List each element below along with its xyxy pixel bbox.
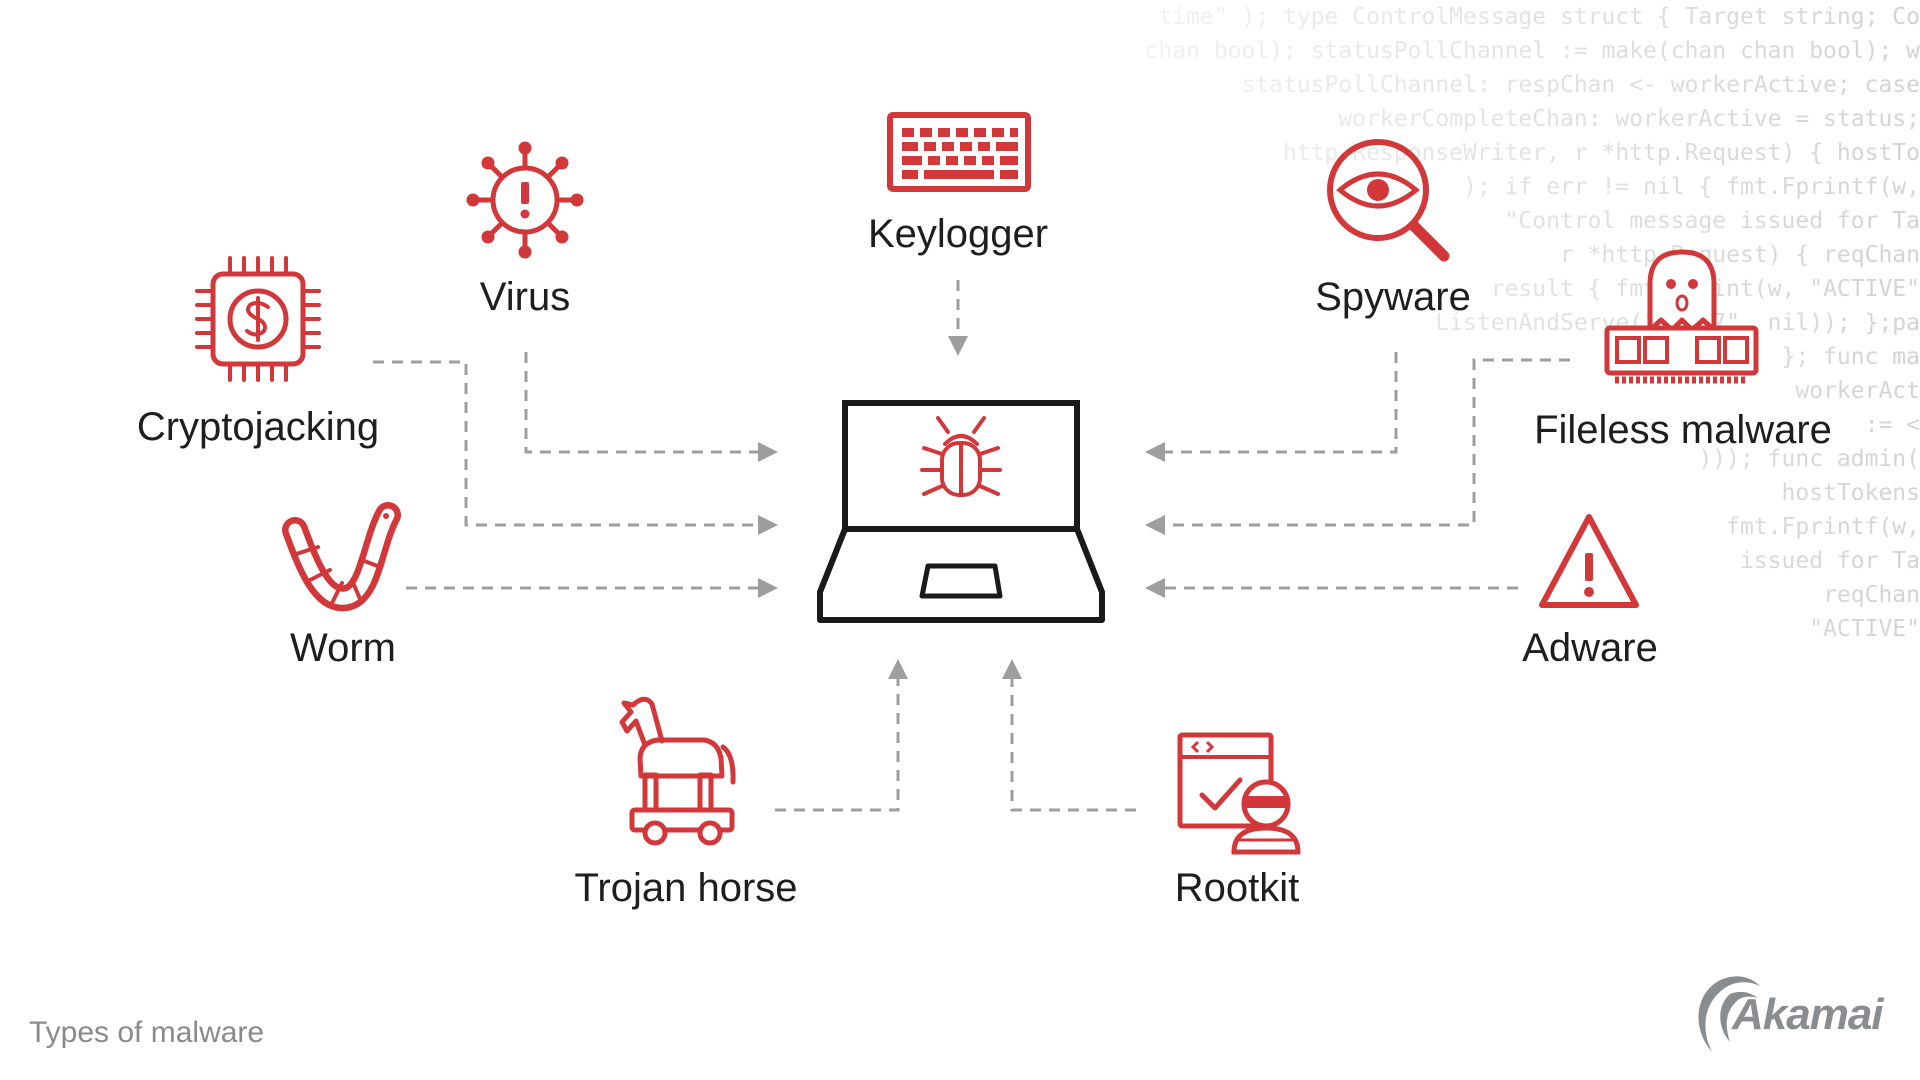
code-line: workerCompleteChan: workerActive = statu…	[1338, 106, 1920, 132]
logo-wordmark: Akamai	[1732, 990, 1884, 1039]
connector-virus	[524, 352, 778, 462]
label-keylogger: Keylogger	[867, 212, 1049, 256]
chip-coin-icon	[195, 256, 321, 382]
label-virus: Virus	[479, 275, 571, 319]
code-line: reqChan	[1823, 582, 1920, 608]
worm-icon	[282, 502, 401, 612]
virus-icon	[466, 141, 584, 259]
code-line: ))); func admin(	[1698, 446, 1920, 472]
code-line: workerAct	[1795, 378, 1920, 404]
trojan-horse-icon	[619, 696, 736, 846]
laptop-icon	[817, 400, 1105, 623]
code-line: hostTokens	[1781, 480, 1920, 506]
warning-icon	[1539, 514, 1639, 608]
connector-spyware	[1145, 352, 1398, 462]
rootkit-icon	[1177, 732, 1301, 855]
label-cryptojacking: Cryptojacking	[136, 405, 380, 449]
code-line: }; func ma	[1781, 344, 1920, 370]
bug-icon	[920, 416, 1002, 497]
code-line: result { fmt.Fprint(w, "ACTIVE"	[1490, 276, 1920, 302]
akamai-logo: Akamai	[1690, 972, 1905, 1060]
connector-cryptojacking	[373, 360, 778, 535]
keyboard-icon	[887, 112, 1031, 192]
code-line: chan bool); statusPollChannel := make(ch…	[1144, 38, 1920, 64]
code-line: := <	[1864, 412, 1920, 438]
connector-fileless	[1145, 358, 1570, 535]
label-rootkit: Rootkit	[1174, 866, 1300, 910]
label-trojan-horse: Trojan horse	[574, 866, 798, 910]
code-line: issued for Ta	[1739, 548, 1920, 574]
connectors	[373, 280, 1570, 812]
connector-rootkit	[1002, 659, 1136, 812]
ghost-memory-icon	[1604, 249, 1759, 384]
connector-trojan	[775, 659, 908, 812]
code-line: statusPollChannel: respChan <- workerAct…	[1241, 72, 1920, 98]
code-line: "Control message issued for Ta	[1504, 208, 1920, 234]
spyware-icon	[1327, 139, 1450, 262]
code-line: fmt.Fprintf(w,	[1726, 514, 1920, 540]
label-worm: Worm	[290, 626, 396, 670]
code-line: http.ResponseWriter, r *http.Request) { …	[1283, 140, 1920, 166]
label-adware: Adware	[1522, 626, 1658, 670]
code-line: ); if err != nil { fmt.Fprintf(w,	[1463, 174, 1920, 200]
label-spyware: Spyware	[1315, 275, 1471, 319]
label-fileless-malware: Fileless malware	[1534, 408, 1832, 452]
caption: Types of malware	[29, 1016, 265, 1049]
code-line: "ACTIVE"	[1809, 616, 1920, 642]
logo-swoosh-icon	[1698, 976, 1760, 1052]
code-line: time" ); type ControlMessage struct { Ta…	[1158, 4, 1920, 30]
